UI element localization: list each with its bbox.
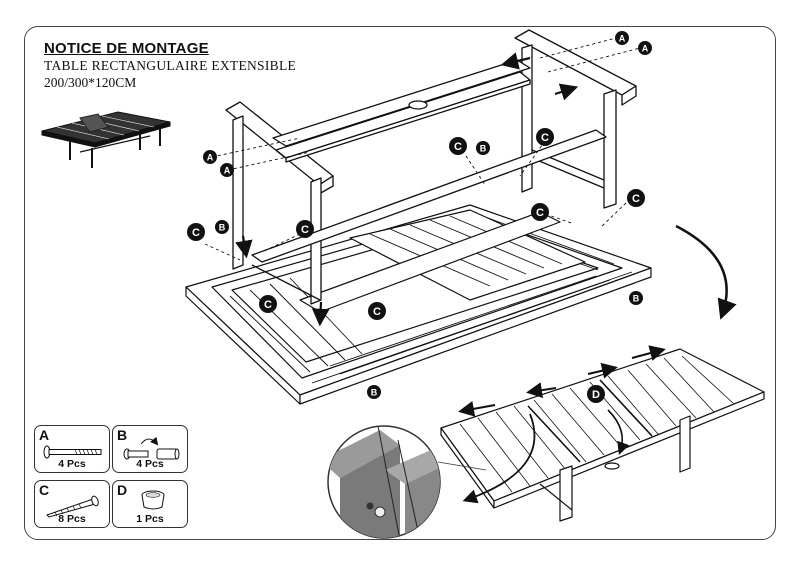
extension-arrows	[458, 345, 666, 417]
barrel-nut-icon	[123, 436, 180, 460]
callout-a: A A A A	[203, 31, 652, 177]
part-letter: A	[39, 427, 50, 443]
part-letter: C	[39, 482, 50, 498]
svg-text:B: B	[219, 223, 226, 233]
page-title: NOTICE DE MONTAGE	[44, 40, 209, 57]
page-subtitle: TABLE RECTANGULAIRE EXTENSIBLE	[44, 58, 297, 73]
svg-text:C: C	[373, 306, 381, 318]
part-quantity: 1 Pcs	[136, 513, 164, 525]
callout-b: B B B B	[215, 141, 643, 399]
flip-arrow	[675, 224, 737, 320]
part-letter: D	[117, 482, 128, 498]
cap-plug-icon	[141, 490, 165, 510]
svg-text:A: A	[642, 44, 649, 54]
callout-d: D	[587, 385, 605, 403]
part-box-c: C 8 Pcs	[34, 480, 110, 528]
svg-text:B: B	[480, 144, 487, 154]
long-bolt-icon	[43, 445, 102, 459]
part-box-d: D 1 Pcs	[112, 480, 188, 528]
svg-text:C: C	[632, 193, 640, 205]
svg-text:C: C	[536, 207, 544, 219]
leaf-arrow	[607, 409, 630, 456]
tabletop-underside	[185, 204, 652, 405]
fold-arrow	[462, 413, 536, 504]
leg-frame	[225, 29, 637, 305]
svg-text:C: C	[541, 132, 549, 144]
svg-text:A: A	[619, 34, 626, 44]
svg-text:C: C	[301, 224, 309, 236]
part-quantity: 4 Pcs	[136, 458, 164, 470]
detail-pointer	[437, 461, 487, 471]
svg-text:B: B	[371, 388, 378, 398]
wood-screw-icon	[46, 495, 99, 518]
detail-magnifier	[327, 425, 441, 539]
extended-table	[440, 348, 765, 522]
part-letter: B	[117, 427, 128, 443]
svg-text:C: C	[454, 141, 462, 153]
callouts: A A A A B B B B C C C C C C C C D	[187, 31, 652, 403]
table-dimensions: 200/300*120CM	[44, 75, 137, 90]
svg-text:D: D	[592, 389, 600, 401]
part-box-b: B 4 Pcs	[112, 425, 188, 473]
page-frame	[24, 26, 776, 540]
callout-c: C C C C C C C C	[187, 128, 645, 320]
svg-text:B: B	[633, 294, 640, 304]
part-quantity: 4 Pcs	[58, 458, 86, 470]
svg-text:C: C	[192, 227, 200, 239]
part-box-a: A 4 Pcs	[34, 425, 110, 473]
svg-text:A: A	[224, 166, 231, 176]
svg-text:A: A	[207, 153, 214, 163]
part-quantity: 8 Pcs	[58, 513, 86, 525]
table-thumbnail	[41, 111, 171, 168]
svg-text:C: C	[264, 299, 272, 311]
insertion-arrows	[235, 52, 579, 327]
